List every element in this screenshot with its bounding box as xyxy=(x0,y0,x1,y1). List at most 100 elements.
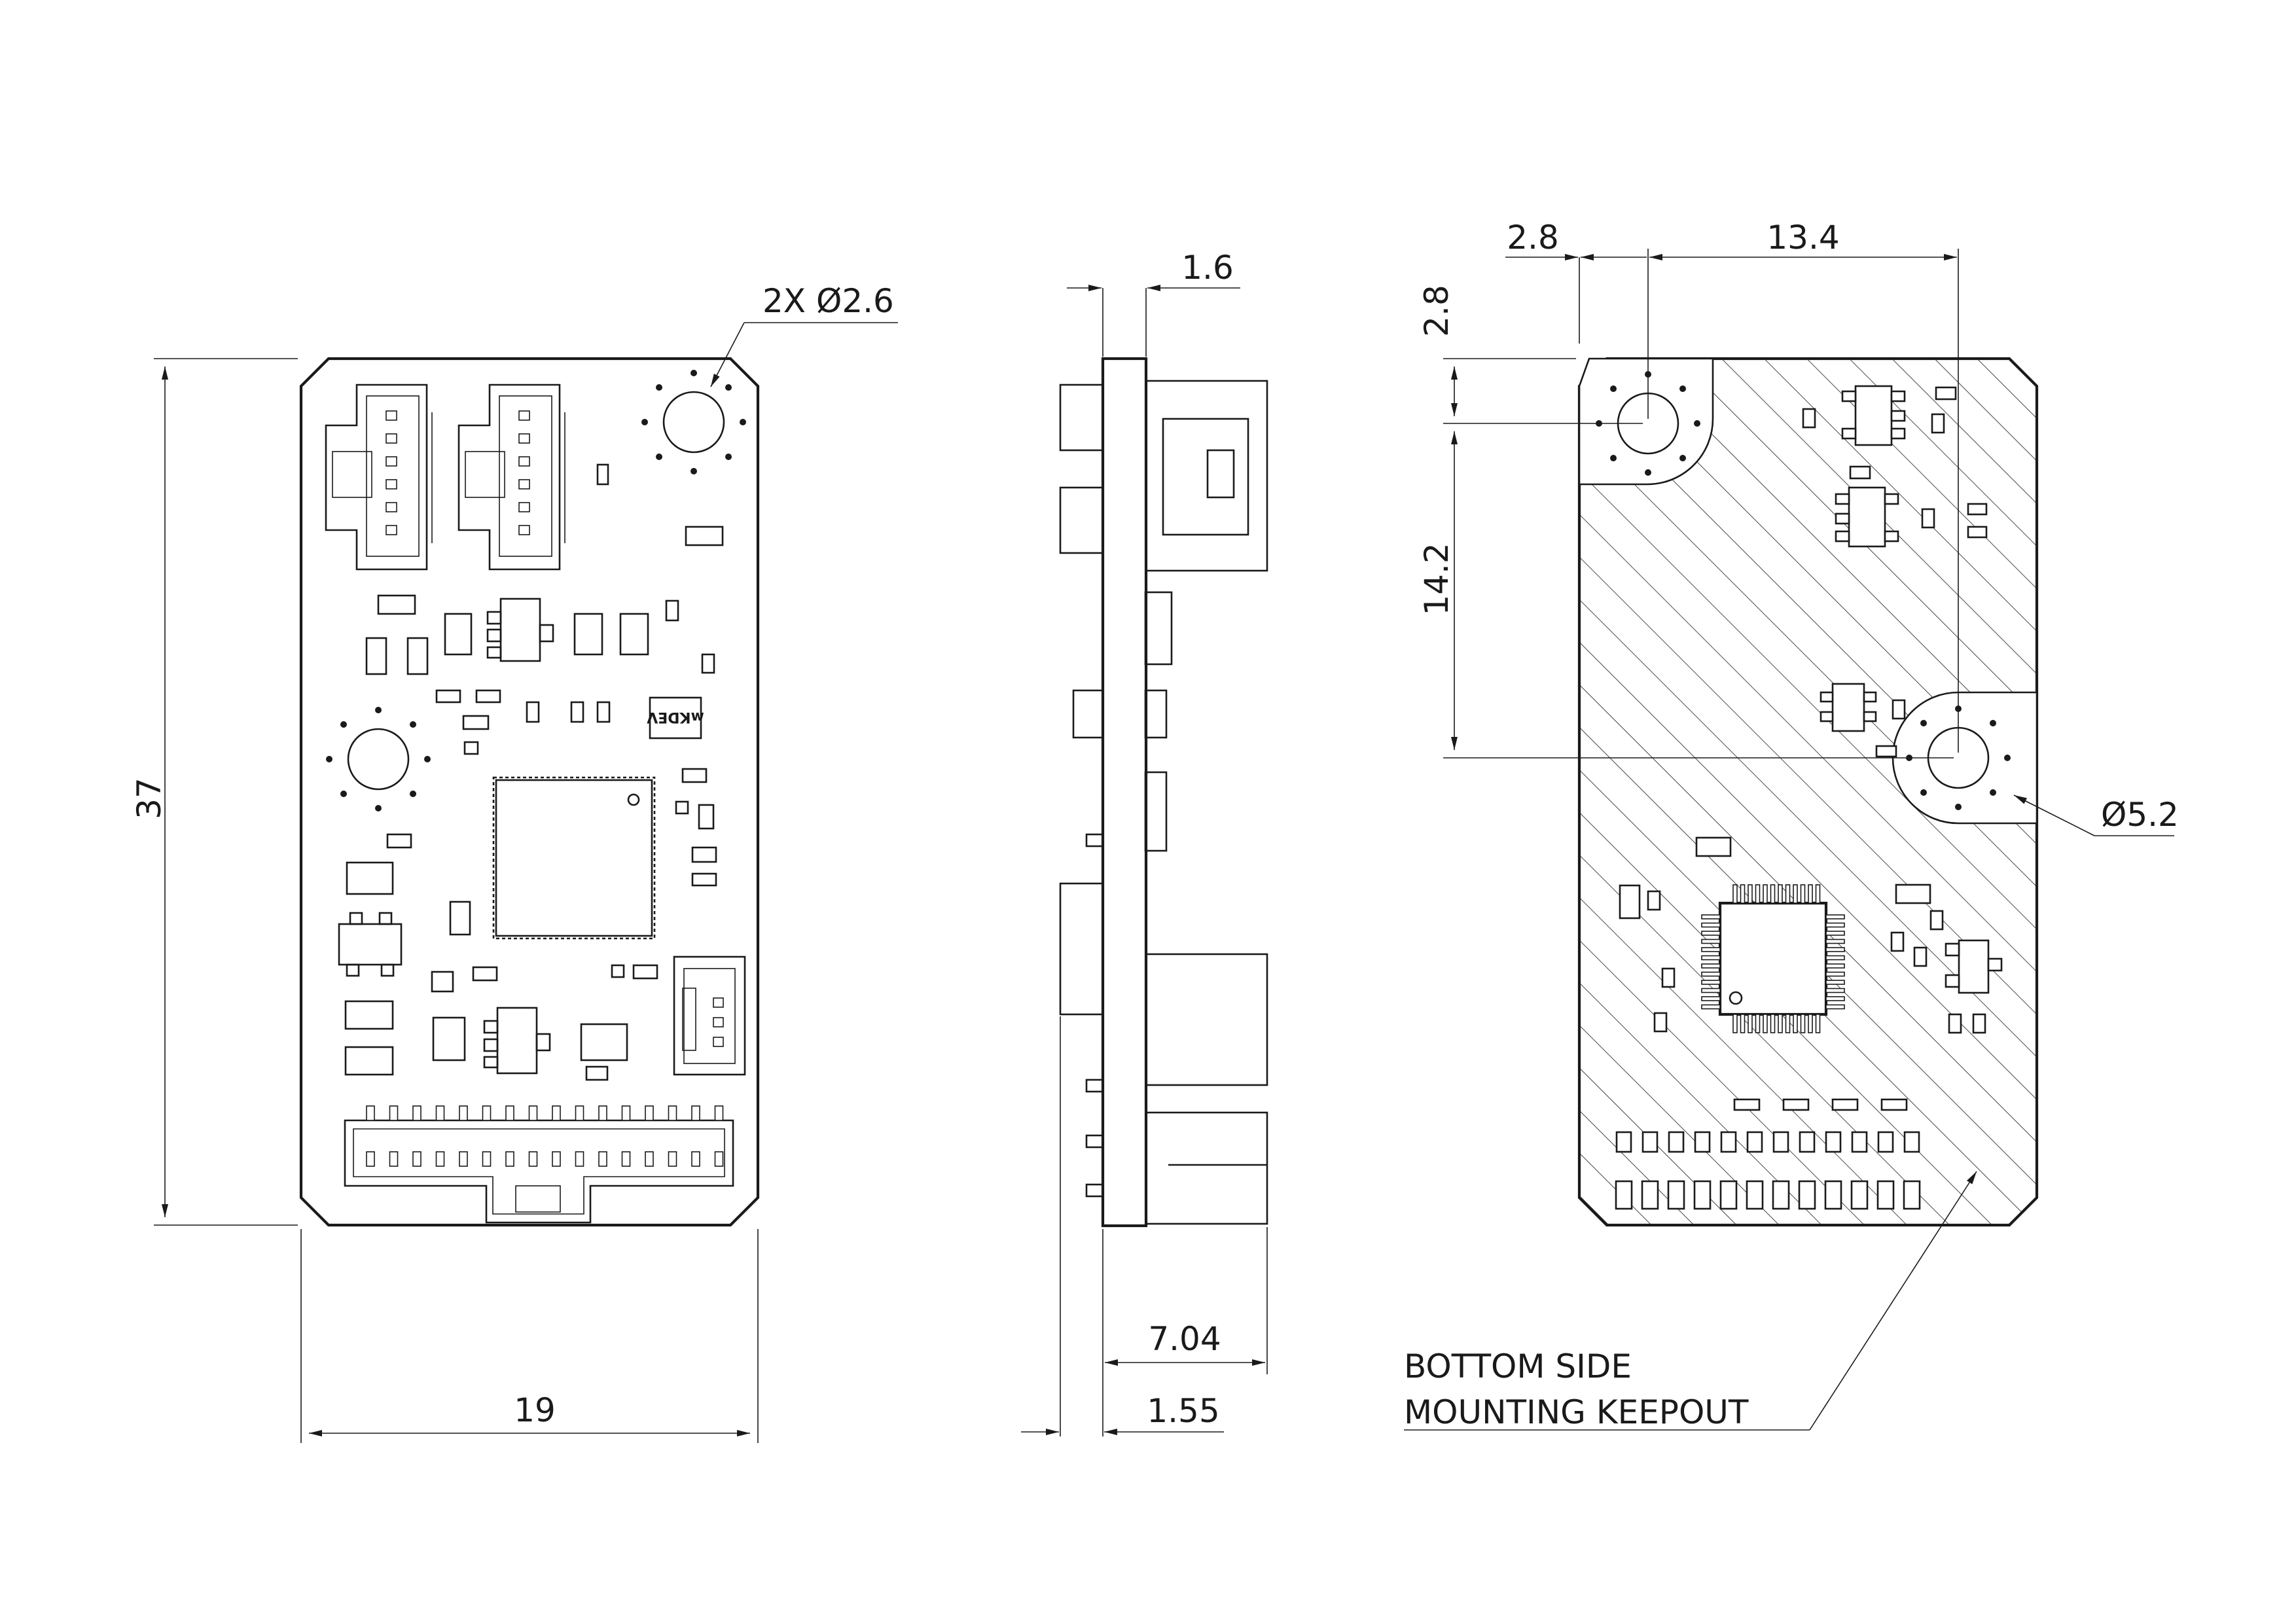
hole-callout: 2X Ø2.6 xyxy=(762,282,894,320)
width-dim: 19 xyxy=(514,1391,556,1429)
connector-3pin xyxy=(673,955,746,1076)
header-pin-pad xyxy=(389,1151,399,1167)
header-pin xyxy=(366,1105,375,1121)
qfp-pin xyxy=(1740,1014,1746,1033)
qfp-pin xyxy=(1701,980,1721,985)
keepout-diameter-dim: Ø5.2 xyxy=(2101,796,2179,834)
bottom-pad-large xyxy=(1903,1180,1921,1210)
bottom-height-dim: 1.55 xyxy=(1147,1392,1219,1430)
component-height-dim: 7.04 xyxy=(1148,1320,1221,1358)
header-pin xyxy=(598,1105,607,1121)
qfp-pin xyxy=(1825,996,1845,1001)
bottom-pad-large xyxy=(1693,1180,1712,1210)
bottom-pad-large xyxy=(1798,1180,1816,1210)
regulator-front-2 xyxy=(483,1007,551,1075)
bottom-pad-large xyxy=(1667,1180,1685,1210)
header-pin xyxy=(505,1105,514,1121)
keepout-pad-right xyxy=(1892,691,2038,825)
bottom-pad-small xyxy=(1615,1131,1632,1153)
bottom-pad-large xyxy=(1824,1180,1842,1210)
header-pin-pad xyxy=(435,1151,445,1167)
qfp-pin xyxy=(1825,931,1845,936)
header-pin xyxy=(482,1105,492,1121)
header-pin-pad xyxy=(575,1151,584,1167)
qfp-pin xyxy=(1701,947,1721,952)
logo-box: ʍKDEV xyxy=(647,696,704,740)
bottom-pad-small xyxy=(1851,1131,1868,1153)
logo-text: ʍKDEV xyxy=(647,709,704,725)
qfp-pin xyxy=(1778,884,1783,904)
bottom-pad-large xyxy=(1746,1180,1764,1210)
header-pin xyxy=(691,1105,700,1121)
bottom-pad-row xyxy=(1615,1131,1921,1210)
keepout-note-line1: BOTTOM SIDE xyxy=(1404,1347,1632,1385)
qfp-pin xyxy=(1748,884,1753,904)
header-pin xyxy=(645,1105,654,1121)
header-pin-pad xyxy=(482,1151,492,1167)
hole-x-offset-dim: 2.8 xyxy=(1507,219,1559,257)
qfp-pin xyxy=(1770,884,1776,904)
side-view: 1.6 7.04 1.55 xyxy=(1021,249,1268,1436)
qfp-pin xyxy=(1825,922,1845,928)
bottom-pad-small xyxy=(1772,1131,1789,1153)
header-pin-pad xyxy=(505,1151,514,1167)
header-pin-pad xyxy=(366,1151,375,1167)
header-pin-pad xyxy=(598,1151,607,1167)
qfp-bottom xyxy=(1701,884,1845,1033)
bottom-pad-large xyxy=(1641,1180,1659,1210)
qfp-pin xyxy=(1825,963,1845,969)
connector-top-right xyxy=(457,383,609,571)
bottom-pad-small xyxy=(1694,1131,1711,1153)
pcb-outline-front xyxy=(299,357,760,1227)
bottom-pad-small xyxy=(1668,1131,1685,1153)
qfp-pin xyxy=(1701,971,1721,977)
qfp-pin xyxy=(1701,1004,1721,1010)
qfp-pin xyxy=(1825,947,1845,952)
header-pin xyxy=(714,1105,724,1121)
bottom-components xyxy=(1619,385,2003,1111)
qfp-pin xyxy=(1755,884,1761,904)
qfp-pin xyxy=(1763,1014,1768,1033)
bottom-pad-large xyxy=(1615,1180,1633,1210)
mounting-hole-middle xyxy=(326,707,431,812)
header-connector-bottom xyxy=(344,1105,734,1224)
bottom-pad-large xyxy=(1719,1180,1738,1210)
header-pin-pad xyxy=(621,1151,631,1167)
qfp-pin xyxy=(1825,938,1845,944)
qfp-pin xyxy=(1825,1004,1845,1010)
qfp-pin xyxy=(1701,914,1721,919)
qfp-pin xyxy=(1815,1014,1821,1033)
header-pin xyxy=(668,1105,677,1121)
qfp-pin xyxy=(1701,931,1721,936)
header-pin-pad xyxy=(691,1151,700,1167)
bottom-pad-small xyxy=(1799,1131,1816,1153)
bottom-pad-small xyxy=(1825,1131,1842,1153)
qfp-pin xyxy=(1800,1014,1806,1033)
qfp-pin xyxy=(1825,971,1845,977)
header-pin-pad xyxy=(412,1151,422,1167)
header-pin xyxy=(575,1105,584,1121)
qfp-pin xyxy=(1825,955,1845,961)
side-components-top xyxy=(1144,380,1268,1225)
mounting-hole-top xyxy=(641,370,746,474)
header-pin xyxy=(389,1105,399,1121)
qfp-pin xyxy=(1785,884,1791,904)
header-pin-pad xyxy=(459,1151,468,1167)
height-dim: 37 xyxy=(130,777,168,819)
header-pin xyxy=(435,1105,445,1121)
keepout-note-line2: MOUNTING KEEPOUT xyxy=(1404,1393,1749,1431)
qfp-pin xyxy=(1770,1014,1776,1033)
header-pin xyxy=(459,1105,468,1121)
qfp-pin xyxy=(1755,1014,1761,1033)
bottom-pad-small xyxy=(1720,1131,1737,1153)
header-pin xyxy=(621,1105,631,1121)
connector-top-left xyxy=(325,383,433,571)
hole-spacing-x-dim: 13.4 xyxy=(1767,219,1839,257)
qfp-pin xyxy=(1825,914,1845,919)
qfp-pin xyxy=(1808,884,1813,904)
qfp-pin xyxy=(1732,1014,1738,1033)
header-pin xyxy=(552,1105,561,1121)
front-passives xyxy=(344,526,724,1081)
side-components-bottom xyxy=(1059,383,1104,1198)
qfp-pin xyxy=(1701,955,1721,961)
